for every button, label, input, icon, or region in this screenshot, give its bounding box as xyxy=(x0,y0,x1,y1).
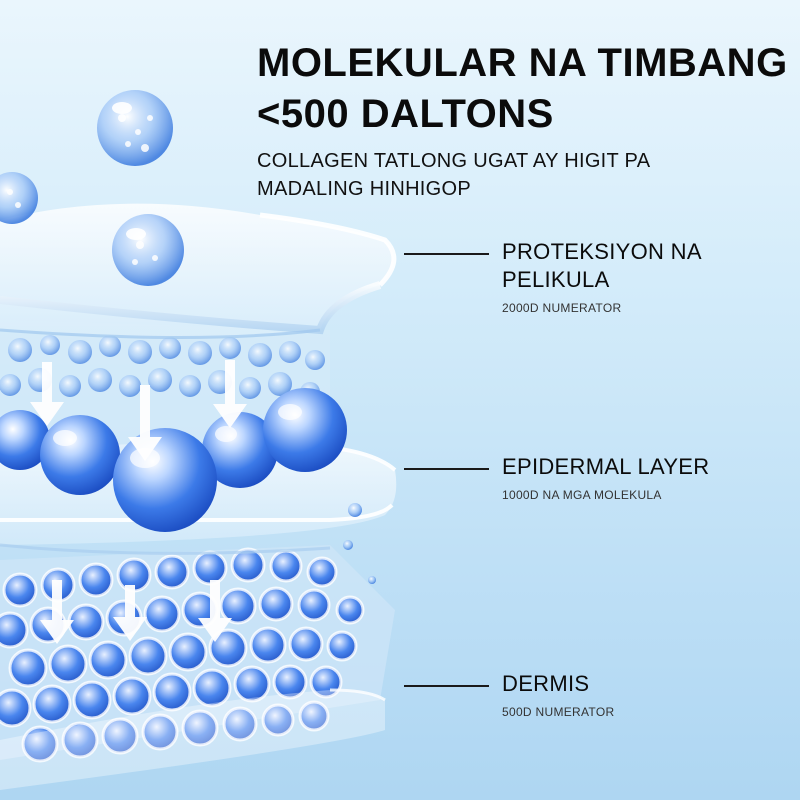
subtitle-line-1: COLLAGEN TATLONG UGAT AY HIGIT PA xyxy=(257,150,651,172)
callout-label-line-2: PELIKULA xyxy=(502,267,610,292)
callout-note: 2000D NUMERATOR xyxy=(502,301,622,315)
subtitle-line-2: MADALING HINHIGOP xyxy=(257,178,472,200)
callout-rule xyxy=(404,253,489,255)
callout-rule xyxy=(404,685,489,687)
bubble-foam-layer xyxy=(0,320,347,532)
headline-line-2: <500 DALTONS xyxy=(257,92,554,136)
protective-film xyxy=(0,203,397,339)
callout-label-line-1: DERMIS xyxy=(502,671,590,696)
callout-rule xyxy=(404,468,489,470)
headline-title: MOLEKULAR NA TIMBANG <500 DALTONS xyxy=(257,38,788,140)
callout-note: 1000D NA MGA MOLEKULA xyxy=(502,488,662,502)
absorption-arrows xyxy=(30,360,247,644)
callout-label: DERMIS xyxy=(502,670,589,698)
headline-subtitle: COLLAGEN TATLONG UGAT AY HIGIT PA MADALI… xyxy=(257,147,657,203)
callout-label-line-1: EPIDERMAL LAYER xyxy=(502,454,710,479)
callout-note: 500D NUMERATOR xyxy=(502,705,615,719)
headline-line-1: MOLEKULAR NA TIMBANG xyxy=(257,41,788,85)
callout-label-line-1: PROTEKSIYON NA xyxy=(502,239,702,264)
callout-label: PROTEKSIYON NA PELIKULA xyxy=(502,238,702,294)
floating-molecules xyxy=(0,90,184,286)
callout-label: EPIDERMAL LAYER xyxy=(502,453,709,481)
